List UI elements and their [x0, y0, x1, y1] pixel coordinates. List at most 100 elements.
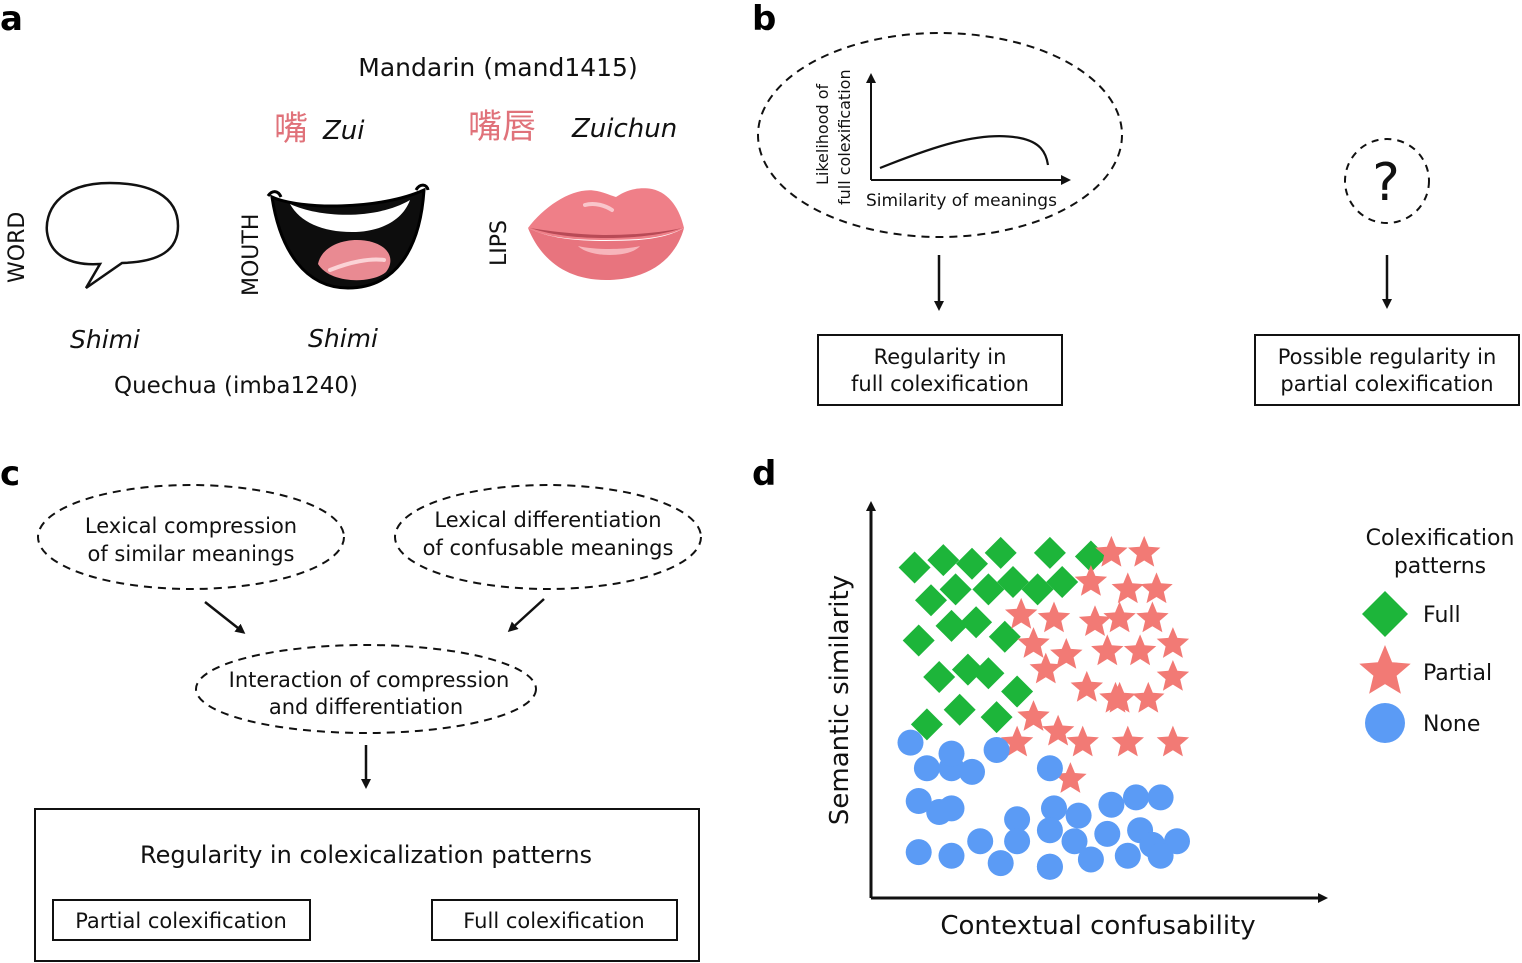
partial-colexification-label: Partial colexification	[75, 909, 287, 933]
panel-label-b: b	[752, 0, 776, 39]
point-full-15	[988, 620, 1021, 653]
point-partial-21	[1041, 714, 1075, 746]
point-partial-13	[1123, 634, 1157, 666]
point-full-18	[972, 657, 1005, 690]
shimi-word: Shimi	[70, 325, 140, 354]
arrow-compression	[204, 601, 246, 634]
legend-label-full: Full	[1423, 603, 1461, 628]
chart-xlabel: Contextual confusability	[940, 911, 1255, 941]
panel-label-a: a	[0, 0, 23, 39]
point-partial-1	[1128, 535, 1161, 567]
panel-b: b Likelihood of full colexification Simi…	[752, 0, 1520, 406]
point-partial-2	[1074, 565, 1108, 596]
point-full-22	[980, 701, 1013, 734]
legend-marker-partial	[1359, 645, 1411, 694]
mini-plot-xlabel: Similarity of meanings	[866, 191, 1057, 211]
point-partial-9	[1136, 601, 1169, 633]
legend-label-partial: Partial	[1423, 661, 1492, 686]
zuichun-romanization: Zuichun	[571, 114, 677, 144]
point-none-12	[1036, 755, 1063, 782]
shimi-mouth: Shimi	[308, 324, 378, 353]
box-partial-colexification	[52, 899, 311, 941]
point-full-8	[972, 573, 1005, 606]
point-full-14	[902, 624, 935, 657]
point-full-19	[1001, 675, 1034, 708]
ellipse-interaction	[195, 644, 537, 734]
point-partial-5	[1005, 597, 1038, 629]
point-none-3	[938, 740, 965, 767]
point-full-21	[943, 693, 976, 726]
mini-plot-ellipse	[757, 32, 1123, 238]
question-mark: ?	[1372, 153, 1400, 213]
point-partial-4	[1140, 572, 1173, 604]
zui-romanization: Zui	[322, 116, 365, 146]
panel-d: d Semantic similarity Contextual confusa…	[752, 454, 1514, 941]
box-full-line1: Regularity in	[874, 345, 1007, 369]
point-full-1	[927, 544, 960, 577]
mandarin-label: Mandarin (mand1415)	[358, 53, 637, 82]
point-none-21	[1061, 828, 1088, 855]
point-full-17	[951, 653, 984, 686]
arrow-differentiation	[507, 598, 545, 633]
point-full-20	[910, 708, 943, 741]
question-circle	[1344, 138, 1430, 224]
point-none-19	[1004, 828, 1031, 855]
point-partial-3	[1111, 572, 1144, 604]
mini-plot-curve	[879, 134, 1050, 170]
point-none-18	[967, 828, 994, 855]
differentiation-line1: Lexical differentiation	[434, 508, 661, 532]
point-full-3	[984, 536, 1017, 569]
point-none-8	[905, 839, 932, 866]
point-none-28	[1077, 846, 1104, 873]
box-colexicalization	[34, 808, 700, 962]
point-none-26	[987, 850, 1014, 877]
point-partial-14	[1156, 627, 1190, 658]
point-partial-26	[1054, 762, 1087, 793]
ellipse-differentiation	[394, 484, 702, 590]
point-full-13	[960, 606, 993, 639]
point-none-11	[1004, 806, 1031, 833]
point-partial-25	[1156, 725, 1190, 757]
point-partial-18	[1132, 681, 1165, 713]
zuichun-characters: 嘴唇	[468, 107, 536, 147]
point-full-0	[898, 551, 931, 584]
point-partial-12	[1091, 634, 1124, 666]
point-full-11	[1046, 566, 1079, 599]
point-none-31	[1036, 853, 1063, 880]
point-none-9	[938, 842, 965, 869]
mouth-icon	[266, 183, 430, 290]
word-label: WORD	[5, 212, 30, 283]
point-partial-11	[1050, 638, 1083, 669]
speech-bubble-icon	[45, 181, 180, 290]
point-partial-20	[1017, 700, 1050, 731]
point-partial-7	[1078, 605, 1112, 636]
point-none-1	[913, 755, 940, 782]
interaction-line1: Interaction of compression	[229, 668, 510, 692]
ellipse-compression	[37, 484, 345, 590]
point-none-4	[959, 758, 985, 785]
point-none-0	[897, 729, 924, 756]
point-full-16	[923, 660, 956, 693]
mouth-label: MOUTH	[239, 214, 264, 296]
point-full-6	[915, 584, 947, 617]
colexicalization-title: Regularity in colexicalization patterns	[140, 841, 592, 869]
point-none-22	[1094, 820, 1121, 847]
point-full-9	[997, 566, 1029, 599]
point-none-29	[1114, 842, 1141, 869]
point-none-15	[1098, 791, 1125, 818]
point-full-12	[935, 609, 968, 642]
point-partial-15	[1029, 652, 1062, 684]
differentiation-line2: of confusable meanings	[423, 536, 674, 560]
point-full-2	[956, 547, 988, 580]
point-partial-19	[1156, 660, 1190, 691]
box-partial-regularity	[1254, 334, 1520, 406]
point-none-30	[1147, 842, 1174, 869]
point-partial-8	[1103, 601, 1136, 633]
lips-icon	[528, 188, 684, 280]
point-none-10	[983, 736, 1010, 763]
box-full-colexification	[431, 899, 678, 941]
mini-plot-ylabel-2: full colexification	[835, 69, 854, 205]
